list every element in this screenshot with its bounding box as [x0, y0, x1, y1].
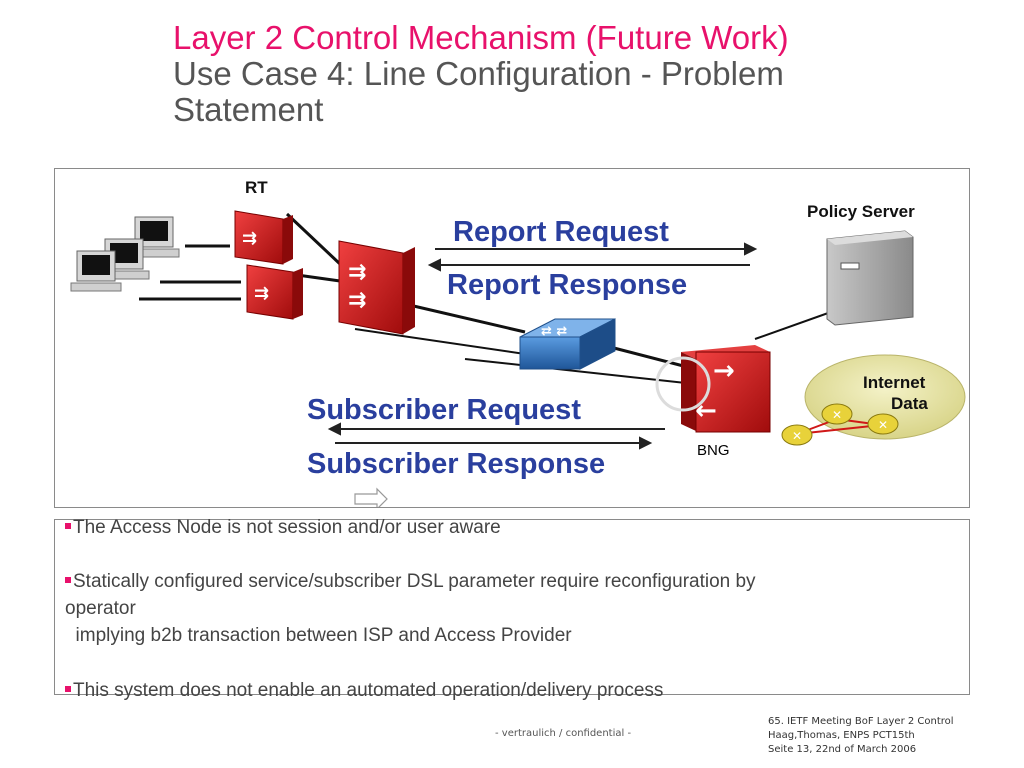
footer-page: Seite 13, 22nd of March 2006 [768, 744, 917, 755]
rt-device-icon: ⇉ [246, 264, 303, 320]
access-node-icon: ⇉ ⇉ [338, 240, 415, 335]
subscriber-request-label: Subscriber Request [307, 394, 581, 426]
svg-text:⇉: ⇉ [348, 260, 366, 285]
svg-text:✕: ✕ [832, 408, 842, 422]
bng-device-icon: → ← [655, 345, 771, 433]
subscriber-response-label: Subscriber Response [307, 448, 605, 480]
title-subheading-line1: Use Case 4: Line Configuration - Problem [173, 55, 784, 92]
bullet-marker-icon [65, 523, 71, 529]
internet-routers-icon: ✕ ✕ ✕ [781, 403, 899, 446]
svg-text:⇉: ⇉ [348, 288, 366, 313]
bullet-marker-icon [65, 686, 71, 692]
bng-label: BNG [697, 442, 730, 459]
svg-text:→: → [713, 356, 735, 386]
report-response-label: Report Response [447, 269, 687, 301]
svg-text:⇉: ⇉ [254, 283, 269, 304]
confidential-footer: - vertraulich / confidential - [495, 728, 632, 739]
bullet-text: The Access Node is not session and/or us… [73, 517, 501, 538]
bullet-text: implying b2b transaction between ISP and… [65, 625, 572, 646]
bullet-text: operator [65, 598, 136, 619]
meeting-footer: 65. IETF Meeting BoF Layer 2 Control Haa… [768, 715, 954, 757]
network-diagram: RT ⇉ ⇉ ⇉ ⇉ Report Request Report Respons… [54, 168, 970, 508]
bullet-item: The Access Node is not session and/or us… [65, 514, 955, 541]
slide-title: Layer 2 Control Mechanism (Future Work) … [173, 20, 933, 128]
svg-text:⇄ ⇄: ⇄ ⇄ [541, 324, 567, 339]
svg-text:✕: ✕ [792, 429, 802, 443]
bullet-marker-icon [65, 577, 71, 583]
report-request-label: Report Request [453, 216, 669, 248]
bullet-text: Statically configured service/subscriber… [73, 571, 756, 592]
subscriber-arrows [327, 422, 665, 450]
internet-label: Internet [863, 373, 926, 392]
aggregation-switch-icon: ⇄ ⇄ [519, 318, 616, 370]
bullet-item: Statically configured service/subscriber… [65, 568, 955, 595]
problem-statement-box: The Access Node is not session and/or us… [54, 517, 970, 701]
bullet-continuation: implying b2b transaction between ISP and… [65, 622, 955, 649]
bullet-item: This system does not enable an automated… [65, 677, 955, 704]
bullet-continuation: operator [65, 595, 955, 622]
title-heading: Layer 2 Control Mechanism (Future Work) [173, 19, 789, 56]
svg-text:⇉: ⇉ [242, 228, 257, 249]
footer-author: Haag,Thomas, ENPS PCT15th [768, 730, 915, 741]
rt-label: RT [245, 178, 268, 197]
policy-server-label: Policy Server [807, 202, 915, 221]
data-label: Data [891, 394, 928, 413]
footer-meeting: 65. IETF Meeting BoF Layer 2 Control [768, 716, 954, 727]
title-subheading-line2: Statement [173, 91, 324, 128]
rt-device-icon: ⇉ [234, 210, 293, 265]
report-arrows [427, 242, 758, 272]
subscriber-pcs-icon [70, 216, 180, 292]
svg-text:←: ← [695, 396, 717, 426]
outline-arrow-icon [354, 487, 388, 507]
bullet-text: This system does not enable an automated… [73, 680, 664, 701]
diagram-canvas: RT ⇉ ⇉ ⇉ ⇉ Report Request Report Respons… [70, 178, 966, 507]
policy-server-icon [826, 230, 914, 326]
svg-text:✕: ✕ [878, 418, 888, 432]
